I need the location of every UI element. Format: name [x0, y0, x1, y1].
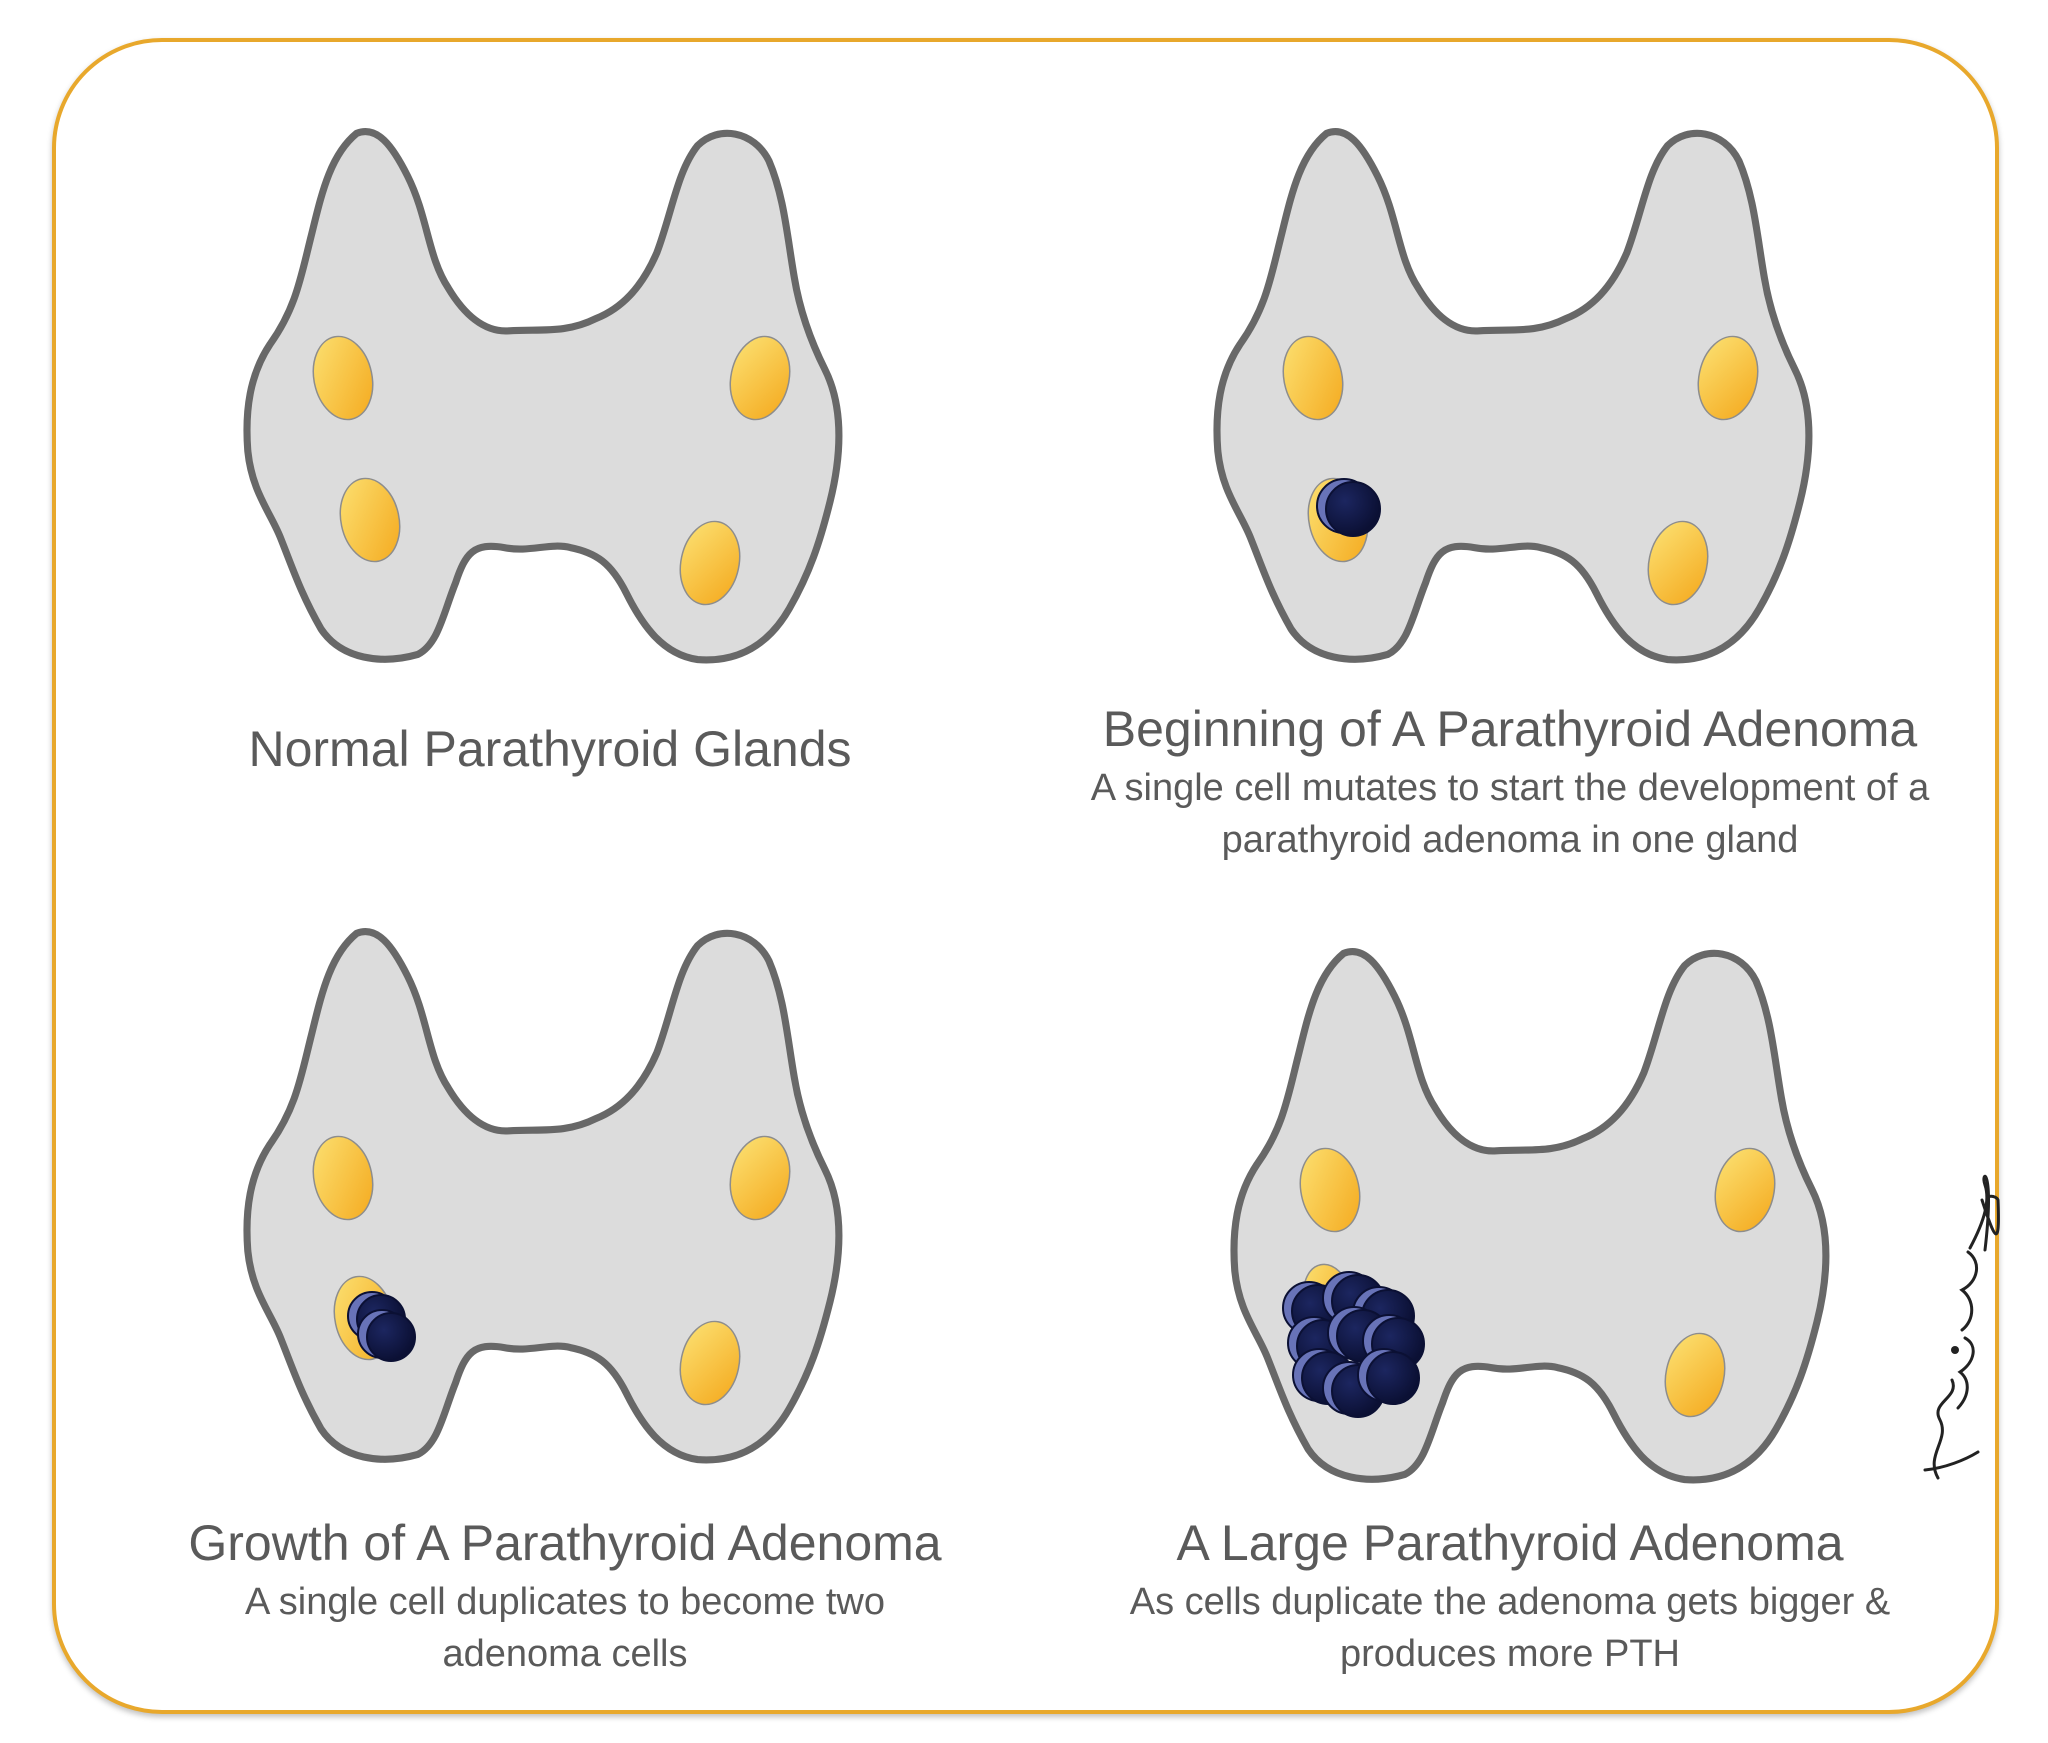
- panel-1-title: Normal Parathyroid Glands: [160, 720, 940, 778]
- panel-3-caption: Growth of A Parathyroid Adenoma A single…: [130, 1514, 1000, 1680]
- panel-3-illustration: [247, 932, 839, 1460]
- panel-2-title: Beginning of A Parathyroid Adenoma: [1040, 700, 1980, 758]
- adenoma-cell: [1326, 482, 1380, 536]
- panel-4-illustration: [1234, 952, 1826, 1480]
- panel-1-caption: Normal Parathyroid Glands: [160, 720, 940, 778]
- panel-3-description: A single cell duplicates to become two a…: [130, 1576, 1000, 1680]
- artist-signature: [1925, 1176, 1998, 1478]
- adenoma-cell: [367, 1313, 415, 1361]
- adenoma-cell: [1367, 1352, 1419, 1404]
- panel-2-caption: Beginning of A Parathyroid Adenoma A sin…: [1040, 700, 1980, 866]
- panel-4-title: A Large Parathyroid Adenoma: [1040, 1514, 1980, 1572]
- panel-1-illustration: [247, 132, 839, 660]
- adenoma-cluster: [1283, 1272, 1424, 1417]
- panel-4-caption: A Large Parathyroid Adenoma As cells dup…: [1040, 1514, 1980, 1680]
- panel-4-description: As cells duplicate the adenoma gets bigg…: [1040, 1576, 1980, 1680]
- panel-2-illustration: [1217, 132, 1809, 660]
- adenoma-cluster: [1317, 479, 1380, 536]
- panel-3-title: Growth of A Parathyroid Adenoma: [130, 1514, 1000, 1572]
- panel-2-description: A single cell mutates to start the devel…: [1040, 762, 1980, 866]
